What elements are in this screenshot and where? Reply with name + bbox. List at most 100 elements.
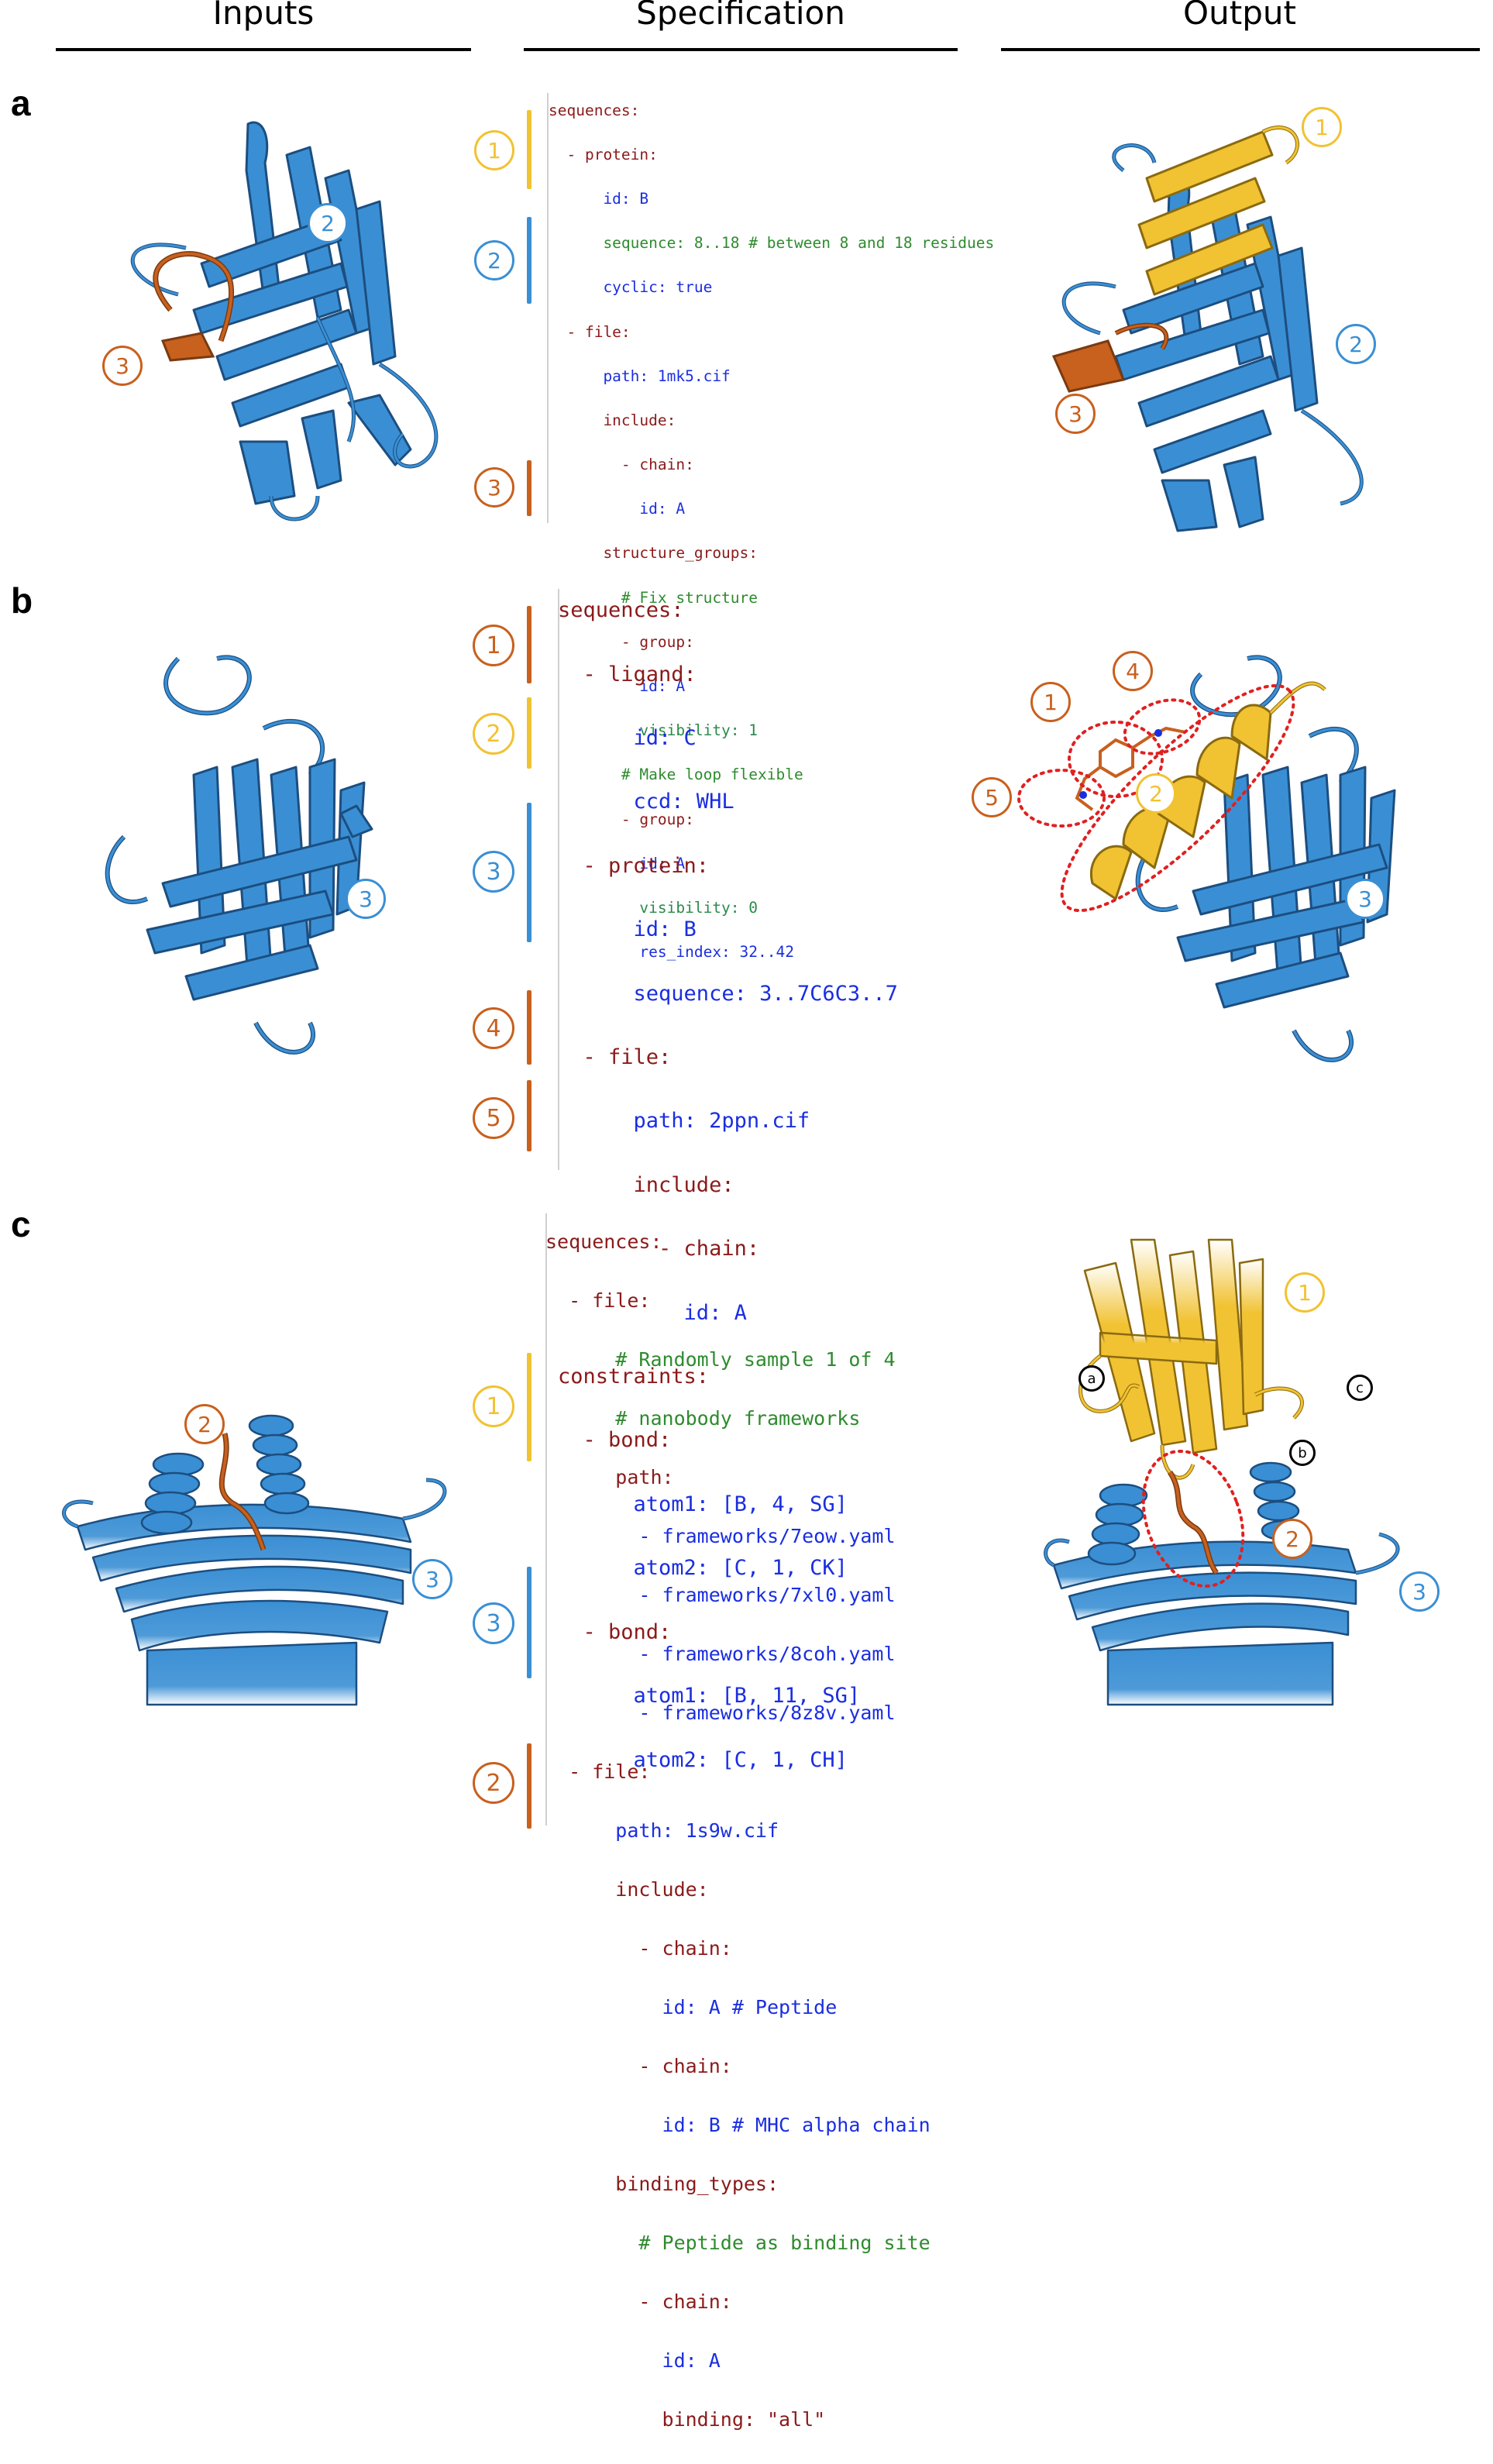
code-a-line-14: visibility: 1 [549,721,759,740]
header-output: Output [1183,0,1296,32]
code-a-line-9: id: A [549,500,686,518]
header-rule-specification [524,48,958,51]
panel-letter-a: a [11,83,31,123]
marker-b-4 [527,990,531,1065]
code-a-line-8: - chain: [549,456,694,474]
code-b-line-7: - file: [558,1045,672,1070]
badge-b-spec-4: 4 [473,1007,514,1049]
code-a-line-19: res_index: 32..42 [549,943,794,962]
panel-a-output-structure [1051,126,1364,532]
badge-c-out-2: 2 [1272,1519,1312,1559]
code-b-line-4: - protein: [558,853,710,878]
code-b-line-3: ccd: WHL [558,790,734,814]
code-a-line-10: structure_groups: [549,544,759,563]
code-b-line-14: atom1: [B, 4, SG] [558,1492,848,1516]
badge-c-in-3: 3 [412,1559,452,1599]
code-a-line-13: id: A [549,677,686,696]
badge-c-spec-1: 1 [473,1385,514,1427]
code-b-line-13: - bond: [558,1428,672,1453]
code-b-line-11: id: A [558,1300,747,1325]
badge-a-spec-3: 3 [474,467,514,508]
marker-c-3 [527,1567,531,1678]
code-c-line-12: - chain: [545,1937,732,1960]
badge-b-in-3: 3 [346,879,386,919]
badge-a-out-3: 3 [1055,394,1096,434]
panel-c-input-structure [62,1414,447,1706]
panel-a-input-structure [130,121,439,521]
badge-c-out-c: c [1347,1375,1373,1401]
code-c-line-18: - chain: [545,2290,732,2313]
badge-b-out-2: 2 [1136,773,1176,814]
marker-b-2 [527,697,531,769]
badge-c-out-1: 1 [1285,1272,1325,1313]
header-rule-inputs [56,48,471,51]
badge-a-in-3: 3 [102,346,143,386]
header-specification: Specification [636,0,845,32]
badge-b-out-3: 3 [1345,879,1385,919]
badge-a-out-1: 1 [1302,107,1342,147]
code-a: sequences: - protein: id: B sequence: 8.… [549,77,994,986]
marker-b-1 [527,606,531,683]
badge-b-spec-2: 2 [473,713,514,755]
code-b-line-1: - ligand: [558,662,697,687]
code-c-line-16: binding_types: [545,2173,779,2195]
code-a-line-6: path: 1mk5.cif [549,367,731,385]
marker-c-1 [527,1353,531,1461]
code-b-line-0: sequences: [558,598,684,623]
panel-c-output-structure [1044,1238,1400,1706]
code-c-line-4: path: [545,1466,674,1488]
badge-a-in-2: 2 [308,203,348,243]
code-a-line-11: # Fix structure [549,588,759,607]
code-a-line-2: id: B [549,189,649,208]
badge-c-in-2: 2 [184,1404,225,1444]
badge-b-out-1: 1 [1030,682,1071,722]
badge-b-out-5: 5 [972,777,1012,817]
panel-b-output-structure [1017,655,1396,1062]
badge-a-spec-2: 2 [474,240,514,280]
panel-letter-c: c [11,1204,31,1244]
code-c-line-17: # Peptide as binding site [545,2232,931,2254]
code-c-line-3: # nanobody frameworks [545,1407,861,1430]
code-a-line-18: visibility: 0 [549,898,759,917]
code-b-line-9: include: [558,1172,734,1197]
code-c-line-19: id: A [545,2349,721,2372]
badge-a-out-2: 2 [1336,324,1376,364]
badge-a-spec-1: 1 [474,130,514,170]
code-c-line-10: path: 1s9w.cif [545,1819,779,1842]
code-a-line-5: - file: [549,322,631,341]
badge-b-out-4: 4 [1113,651,1153,691]
code-c-line-6: - frameworks/7xl0.yaml [545,1584,896,1606]
code-a-line-3: sequence: 8..18 # between 8 and 18 resid… [549,234,995,253]
code-c-line-7: - frameworks/8coh.yaml [545,1643,896,1665]
header-rule-output [1001,48,1480,51]
code-b-line-6: sequence: 3..7C6C3..7 [558,981,898,1006]
code-b-line-8: path: 2ppn.cif [558,1109,810,1134]
code-c-line-9: - file: [545,1760,651,1783]
code-c-line-0: sequences: [545,1230,662,1253]
badge-c-out-b: b [1289,1440,1316,1466]
code-b-line-2: id: C [558,726,697,751]
marker-a-2 [527,217,531,304]
code-a-line-4: cyclic: true [549,278,713,297]
code-c-line-20: binding: "all" [545,2408,826,2431]
code-c-line-14: - chain: [545,2055,732,2077]
code-a-line-1: - protein: [549,145,658,163]
code-a-line-16: - group: [549,810,694,828]
code-c-line-1: - file: [545,1289,651,1312]
code-b-line-18: atom2: [C, 1, CH] [558,1747,848,1772]
code-a-line-12: - group: [549,632,694,651]
marker-b-3 [527,803,531,942]
header-inputs: Inputs [212,0,315,32]
code-b-line-15: atom2: [C, 1, CK] [558,1556,848,1581]
panel-letter-b: b [11,580,33,621]
code-b-line-16: - bond: [558,1619,672,1644]
code-c-line-2: # Randomly sample 1 of 4 [545,1348,896,1371]
code-b-line-12: constraints: [558,1364,710,1389]
badge-c-out-3: 3 [1399,1571,1440,1612]
code-c-line-8: - frameworks/8z8v.yaml [545,1702,896,1724]
code-b: sequences: - ligand: id: C ccd: WHL - pr… [558,563,898,1808]
code-c-line-11: include: [545,1878,709,1901]
code-a-line-15: # Make loop flexible [549,766,803,784]
marker-c-2 [527,1743,531,1829]
code-b-line-5: id: B [558,917,697,942]
